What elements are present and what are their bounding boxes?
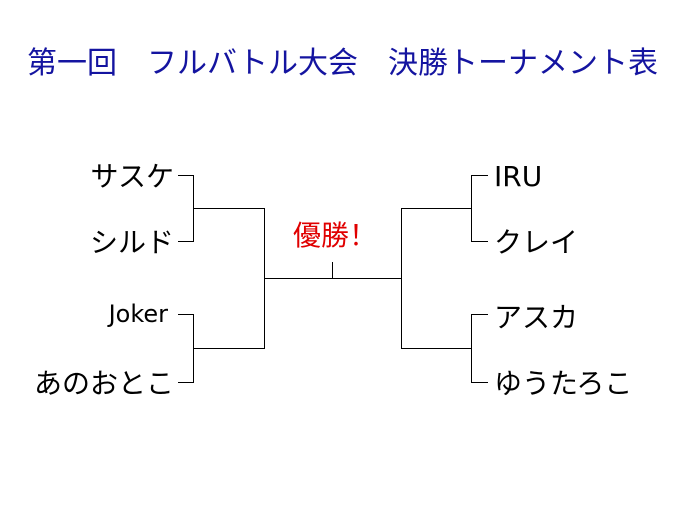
player-left-2: シルド	[89, 226, 174, 259]
player-right-1: IRU	[494, 160, 543, 193]
player-right-2: クレイ	[494, 226, 579, 259]
player-right-4: ゆうたろこ	[494, 367, 633, 400]
player-left-3: Joker	[108, 300, 168, 328]
page-title: 第一回 フルバトル大会 決勝トーナメント表	[27, 46, 658, 81]
player-right-3: アスカ	[494, 301, 579, 334]
champion-label: 優勝！	[292, 219, 377, 252]
player-left-4: あのおとこ	[33, 367, 174, 400]
player-left-1: サスケ	[90, 160, 174, 193]
